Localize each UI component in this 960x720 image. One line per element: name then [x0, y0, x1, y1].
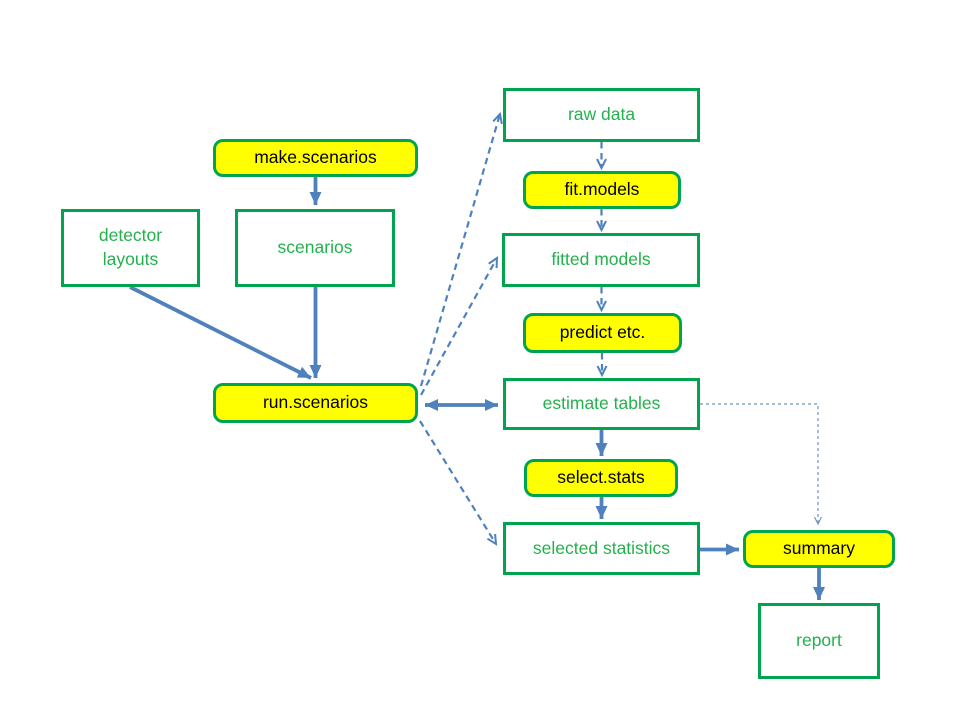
node-estimate-tables: estimate tables	[503, 378, 700, 430]
edge-estimate-tables-to-summary-thin-dashed	[700, 403, 823, 526]
node-selected-statistics: selected statistics	[503, 522, 700, 575]
node-make-scenarios: make.scenarios	[213, 139, 418, 177]
edge-run-scenarios-to-fitted-models	[420, 256, 499, 396]
edge-run-scenarios-to-selected-statistics	[419, 420, 498, 546]
node-select-stats: select.stats	[524, 459, 678, 497]
node-detector-layouts: detector layouts	[61, 209, 200, 287]
node-scenarios: scenarios	[235, 209, 395, 287]
node-summary: summary	[743, 530, 895, 568]
edge-run-scenarios-to-raw-data	[419, 111, 503, 387]
node-predict-etc: predict etc.	[523, 313, 682, 353]
node-raw-data: raw data	[503, 88, 700, 142]
node-run-scenarios: run.scenarios	[213, 383, 418, 423]
node-fit-models: fit.models	[523, 171, 681, 209]
node-fitted-models: fitted models	[502, 233, 700, 287]
node-report: report	[758, 603, 880, 679]
edge-detector-layouts-to-run-scenarios	[129, 285, 312, 380]
